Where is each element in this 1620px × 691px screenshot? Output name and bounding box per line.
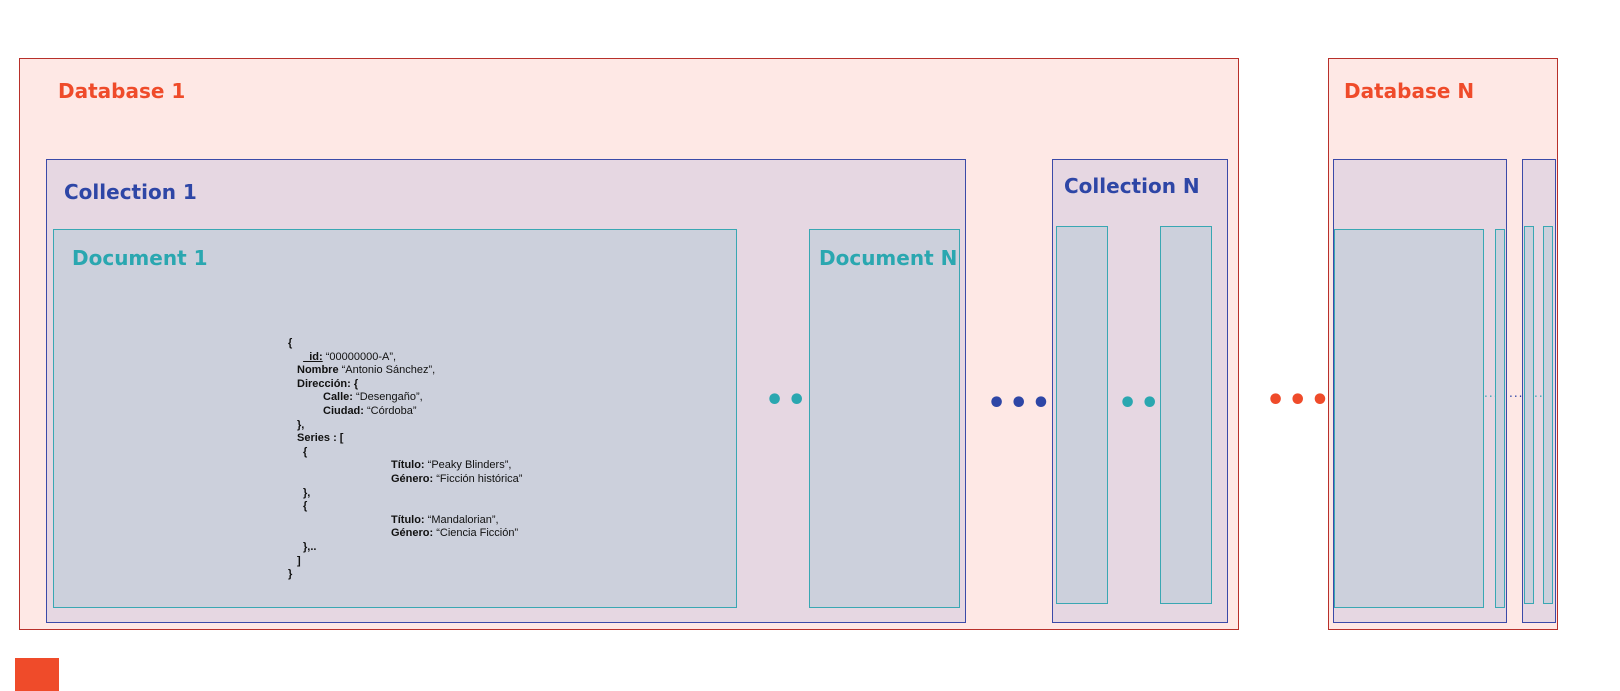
json-id-key: _id: <box>303 350 323 363</box>
json-titulo-key-1: Título: <box>391 459 425 472</box>
database-n-label: Database N <box>1344 79 1475 103</box>
json-line: }, <box>297 419 627 433</box>
json-line: { <box>297 446 627 460</box>
json-line: { <box>288 337 627 351</box>
document-n <box>809 229 960 608</box>
json-ciudad-key: Ciudad: <box>323 404 364 417</box>
json-array-close: ] <box>297 554 301 567</box>
json-line: Título: “Mandalorian”, <box>297 514 627 528</box>
json-line: _id: “00000000-A”, <box>297 351 627 365</box>
json-genero-value-2: “Ciencia Ficción” <box>433 527 519 540</box>
json-series-2-close: },.. <box>303 540 317 553</box>
json-series-1-open: { <box>303 445 308 458</box>
document-1-label: Document 1 <box>72 246 208 270</box>
json-line: Series : [ <box>297 432 627 446</box>
json-nombre-value: “Antonio Sánchez”, <box>338 364 436 377</box>
json-line: Género: “Ciencia Ficción” <box>297 527 627 541</box>
json-line: ] <box>297 555 627 569</box>
json-titulo-value-2: “Mandalorian”, <box>424 513 499 526</box>
json-titulo-key-2: Título: <box>391 513 425 526</box>
json-series-2-open: { <box>303 500 308 513</box>
json-genero-value-1: “Ficción histórica” <box>433 472 523 485</box>
json-line: Género: “Ficción histórica” <box>297 473 627 487</box>
json-series-key: Series : [ <box>297 432 344 445</box>
json-line: { <box>297 500 627 514</box>
database-n-document-1 <box>1334 229 1484 608</box>
json-line: Ciudad: “Córdoba” <box>297 405 627 419</box>
json-titulo-value-1: “Peaky Blinders”, <box>424 459 512 472</box>
collection-1-label: Collection 1 <box>64 180 197 204</box>
json-line: }, <box>297 487 627 501</box>
json-series-1-close: }, <box>303 486 311 499</box>
database-n-document-n <box>1495 229 1505 608</box>
json-calle-value: “Desengaño”, <box>352 391 423 404</box>
json-direccion-close: }, <box>297 418 305 431</box>
json-genero-key-2: Género: <box>391 527 434 540</box>
json-calle-key: Calle: <box>323 391 353 404</box>
slide-accent-square <box>15 658 59 691</box>
document-n-label: Document N <box>819 246 958 270</box>
database-n-collection-n-document-1 <box>1524 226 1534 604</box>
collection-n-document-n <box>1160 226 1212 604</box>
json-line: } <box>288 568 627 582</box>
document-1 <box>53 229 737 608</box>
json-line: Nombre “Antonio Sánchez”, <box>297 364 627 378</box>
database-n-collection-n-document-n <box>1543 226 1553 604</box>
json-line: Título: “Peaky Blinders”, <box>297 459 627 473</box>
ellipsis-collections: ••• <box>987 386 1054 421</box>
json-line: Calle: “Desengaño”, <box>297 391 627 405</box>
json-genero-key-1: Género: <box>391 472 434 485</box>
json-line: },.. <box>297 541 627 555</box>
json-ciudad-value: “Córdoba” <box>363 404 417 417</box>
json-id-value: “00000000-A”, <box>322 350 397 363</box>
ellipsis-databases: ••• <box>1266 383 1333 418</box>
database-1-label: Database 1 <box>58 79 186 103</box>
document-json: { _id: “00000000-A”, Nombre “Antonio Sán… <box>288 337 627 582</box>
collection-n-document-1 <box>1056 226 1108 604</box>
json-line: Dirección: { <box>297 378 627 392</box>
collection-n-label: Collection N <box>1064 174 1200 198</box>
json-open-brace: { <box>288 337 293 349</box>
json-nombre-key: Nombre <box>297 364 339 377</box>
json-direccion-key: Dirección: { <box>297 377 359 390</box>
json-close-brace: } <box>288 568 293 581</box>
